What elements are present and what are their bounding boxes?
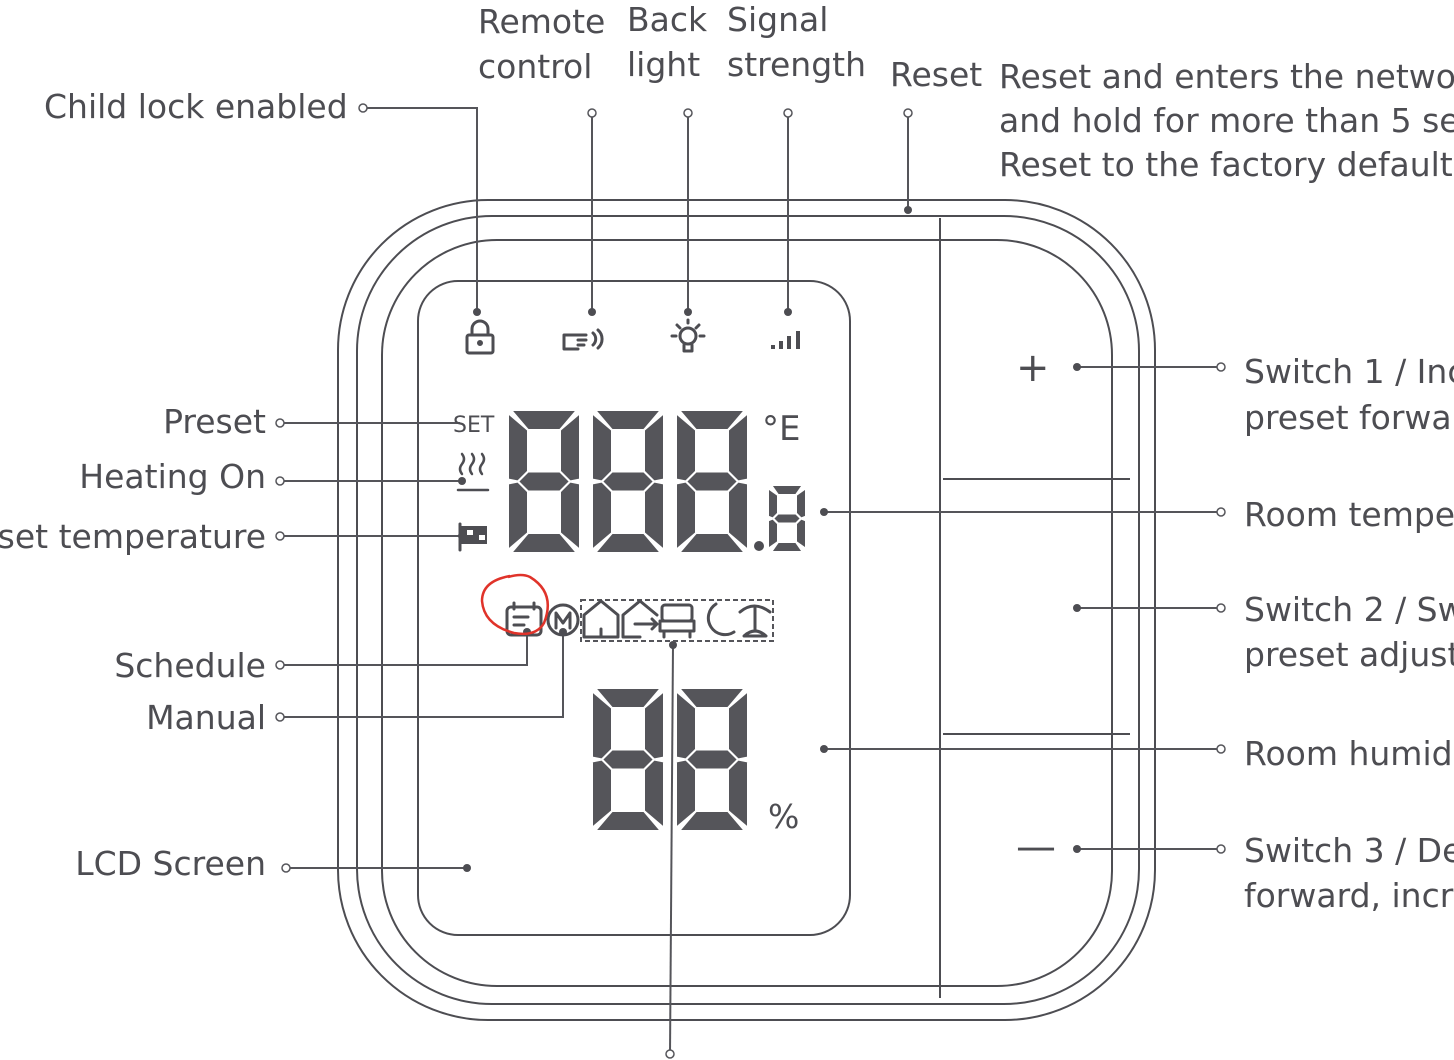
label-switch3-line2: forward, incre: [1244, 876, 1454, 915]
label-room-humidity: Room humidi: [1244, 734, 1454, 773]
digit-segment: [727, 758, 749, 831]
label-heating-on: Heating On: [79, 457, 266, 496]
home-icon: [582, 599, 620, 639]
label-switch2-line2: preset adjustr: [1244, 635, 1454, 674]
digit-segment: [769, 541, 805, 553]
label-child-lock: Child lock enabled: [44, 87, 348, 126]
label-signal-line1: Signal: [727, 0, 828, 39]
manual-m-icon: [546, 603, 580, 637]
digit-segment: [727, 480, 749, 553]
digit-segment: [643, 480, 665, 553]
decimal-point: [754, 541, 764, 551]
lcd-screen: [417, 280, 851, 936]
temperature-unit: °E: [762, 409, 800, 449]
temp-digit-3: [675, 409, 749, 554]
temperature-digits: [507, 409, 807, 832]
temp-digit-1: [507, 409, 581, 554]
moon-icon: [706, 602, 736, 637]
digit-segment: [600, 748, 656, 771]
label-manual: Manual: [146, 698, 266, 737]
set-indicator: SET: [453, 413, 495, 438]
digit-segment: [592, 810, 664, 832]
minus-icon[interactable]: —: [1016, 824, 1056, 870]
digit-segment: [592, 532, 664, 554]
digit-segment: [684, 748, 740, 771]
label-preset: Preset: [163, 402, 266, 441]
humidity-unit: %: [768, 797, 799, 836]
device-body: [337, 199, 1156, 1021]
reset-desc-line3: Reset to the factory default se: [999, 145, 1454, 184]
away-icon: [621, 599, 659, 639]
palm-icon: [738, 604, 772, 638]
humidity-digit-1: [591, 687, 665, 832]
digit-segment: [516, 470, 572, 493]
label-switch1-line2: preset forwar: [1244, 398, 1454, 437]
digit-segment: [559, 480, 581, 553]
heating-icon: [456, 452, 490, 492]
label-set-temperature: o set temperature: [0, 517, 266, 556]
remote-hand-icon: [562, 328, 604, 351]
label-switch1-line1: Switch 1 / Inc: [1244, 352, 1454, 391]
label-backlight-line1: Back: [627, 0, 708, 39]
humidity-digit-2: [675, 687, 749, 832]
digit-segment: [676, 810, 748, 832]
label-switch2-line1: Switch 2 / Sw: [1244, 590, 1454, 629]
label-reset: Reset: [890, 55, 982, 94]
digit-segment: [600, 470, 656, 493]
red-highlight-circle: [480, 573, 549, 636]
label-lcd-screen: LCD Screen: [75, 844, 266, 883]
signal-icon: [771, 331, 800, 349]
label-schedule: Schedule: [114, 646, 266, 685]
label-backlight-line2: light: [627, 45, 700, 84]
plus-icon[interactable]: +: [1016, 345, 1050, 391]
preset-mode-group: [580, 599, 774, 642]
flag-icon: [458, 522, 487, 552]
leader-lines: [275, 103, 1226, 1059]
lock-icon: [465, 319, 495, 355]
temp-digit-2: [591, 409, 665, 554]
bulb-icon: [670, 318, 706, 353]
temp-decimal-digit: [767, 484, 807, 553]
label-remote-line1: Remote: [478, 2, 605, 41]
sofa-icon: [658, 603, 696, 639]
reset-desc-line2: and hold for more than 5 seco: [999, 101, 1454, 140]
digit-segment: [684, 470, 740, 493]
label-remote-line2: control: [478, 47, 592, 86]
digit-segment: [643, 758, 665, 831]
digit-segment: [676, 532, 748, 554]
reset-desc-line1: Reset and enters the network: [999, 57, 1454, 96]
label-signal-line2: strength: [727, 45, 866, 84]
digit-segment: [771, 512, 803, 525]
label-switch3-line1: Switch 3 / Dec: [1244, 831, 1454, 870]
label-room-temperature: Room temper: [1244, 495, 1454, 534]
digit-segment: [508, 532, 580, 554]
